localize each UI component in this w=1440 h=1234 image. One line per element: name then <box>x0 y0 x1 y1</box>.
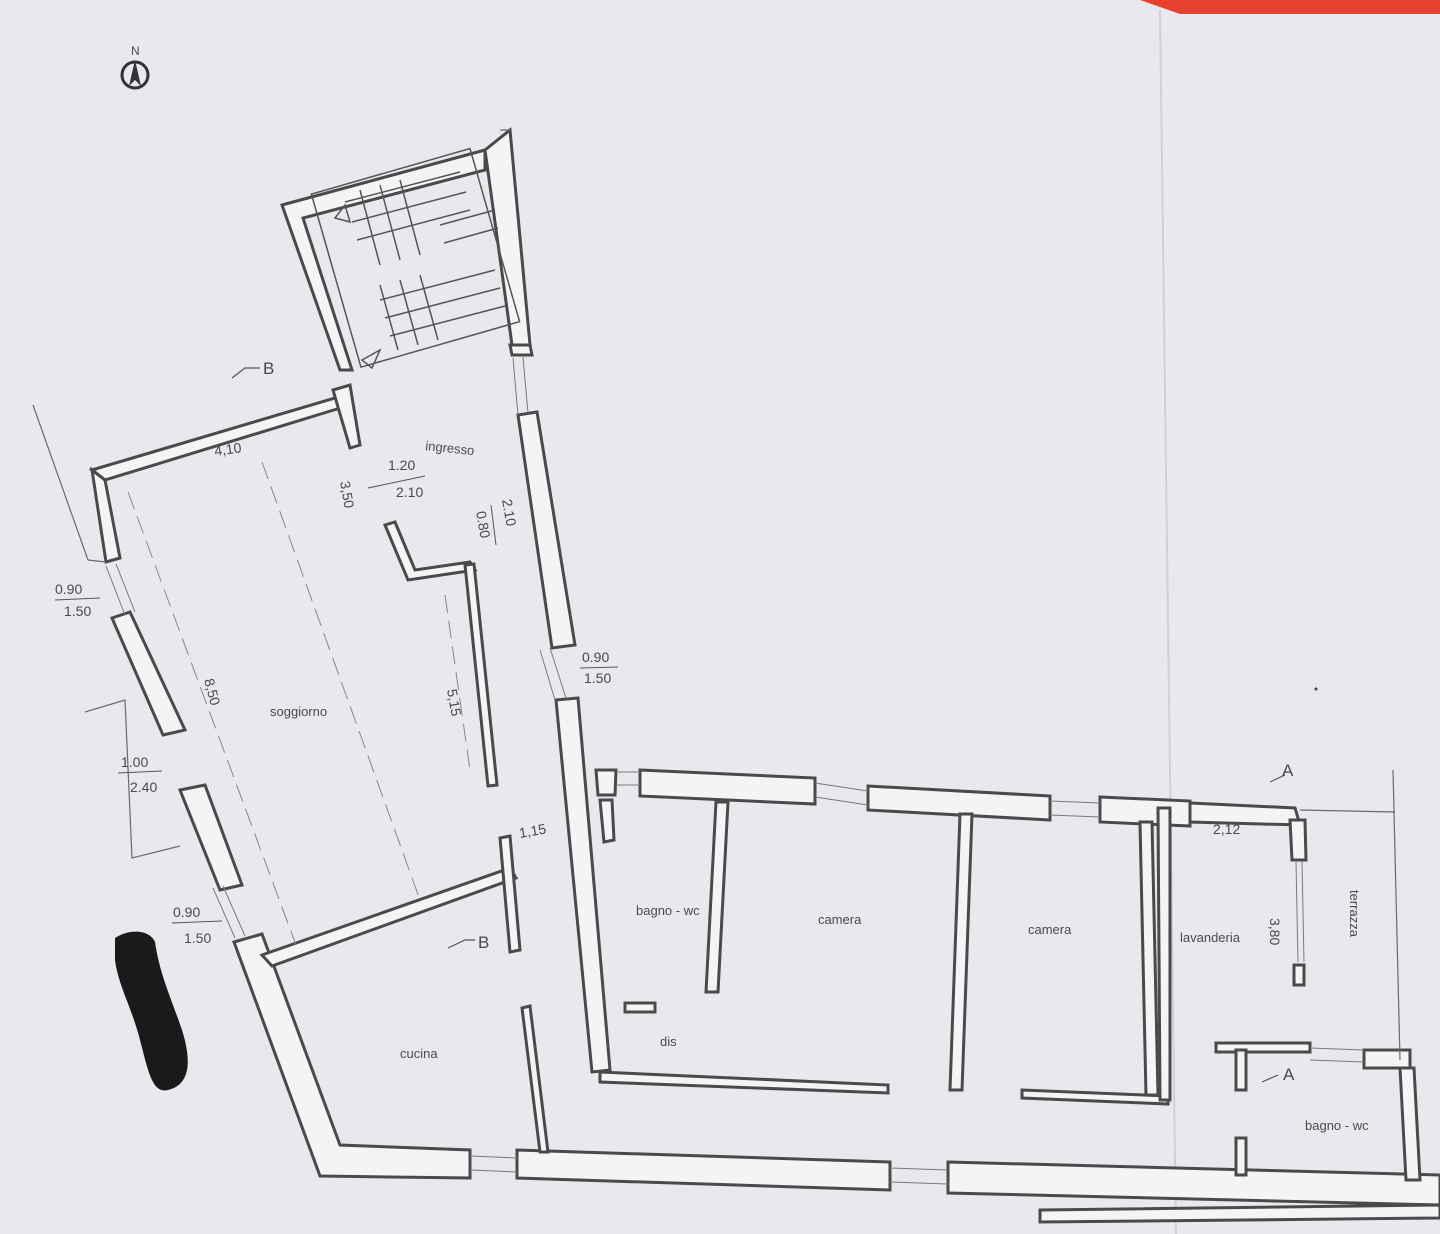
dim-window-width: 0.90 <box>582 649 609 665</box>
dim-window-height: 1.50 <box>584 670 611 686</box>
section-lines <box>231 367 1286 1083</box>
dim-corridor-height: 2.10 <box>499 498 520 528</box>
room-label-dis: dis <box>660 1034 677 1049</box>
north-arrow-icon: N <box>120 44 150 90</box>
dim-door-height: 2.10 <box>396 484 423 500</box>
dim-window-width: 0.90 <box>173 904 200 920</box>
room-label-lavanderia: lavanderia <box>1180 930 1241 945</box>
north-label: N <box>131 44 140 58</box>
dimension-labels: 4,10 1.20 2.10 3,50 0.80 2.10 0.90 1.50 … <box>54 439 1283 946</box>
room-label-cucina: cucina <box>400 1046 438 1061</box>
dim-door-width: 1.20 <box>388 457 415 473</box>
room-label-soggiorno: soggiorno <box>270 704 327 719</box>
dim-opening-height: 2.40 <box>130 779 157 795</box>
windows <box>105 356 1365 1185</box>
black-binder-clip <box>115 931 188 1091</box>
dim-ingresso-depth: 3,50 <box>337 480 358 510</box>
dim-corridor-width: 0.80 <box>473 510 494 540</box>
dim-soggiorno-width: 4,10 <box>213 439 242 459</box>
dim-opening-width: 1.00 <box>121 754 148 770</box>
section-mark-b: B <box>478 933 489 952</box>
dim-window-width: 0.90 <box>55 581 82 597</box>
stair-block <box>280 127 532 372</box>
room-label-camera: camera <box>818 912 862 927</box>
paper-fold-line <box>1159 9 1177 1234</box>
section-mark-a: A <box>1283 1065 1295 1084</box>
room-label-ingresso: ingresso <box>425 438 475 458</box>
dim-lavanderia-width: 2,12 <box>1213 821 1240 837</box>
section-mark-b: B <box>263 359 274 378</box>
dim-wall-length: 5,15 <box>444 688 465 718</box>
stair-treads <box>344 171 506 351</box>
dim-window-height: 1.50 <box>64 603 91 619</box>
red-binder-corner <box>1140 0 1440 14</box>
dim-passage-width: 1,15 <box>518 820 548 841</box>
paper-dot <box>1314 687 1318 691</box>
dim-soggiorno-length: 8,50 <box>201 677 224 708</box>
dim-window-height: 1.50 <box>184 930 211 946</box>
building-walls <box>88 343 1440 1224</box>
section-mark-a: A <box>1282 761 1294 780</box>
room-label-bagno-wc: bagno - wc <box>1305 1118 1369 1133</box>
site-lines <box>32 129 1401 1061</box>
room-label-bagno-wc: bagno - wc <box>636 903 700 918</box>
dim-lavanderia-length: 3,80 <box>1267 918 1283 945</box>
room-label-terrazza: terrazza <box>1347 890 1362 938</box>
room-label-camera: camera <box>1028 922 1072 937</box>
